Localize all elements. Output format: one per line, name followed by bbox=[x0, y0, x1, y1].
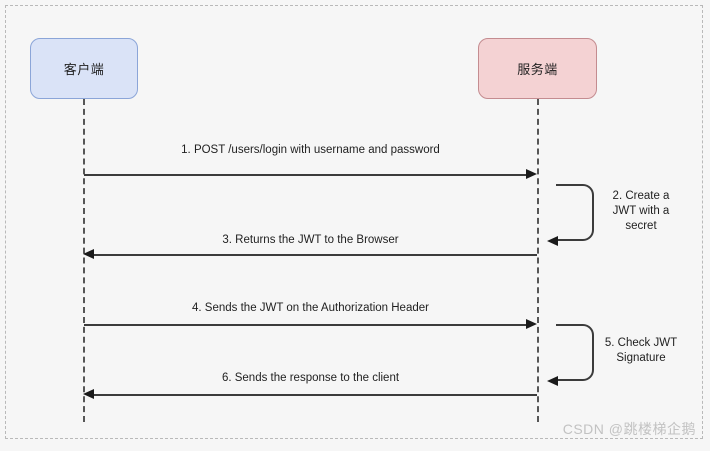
message-5-arrowhead-icon bbox=[547, 376, 558, 386]
message-3-arrow[interactable] bbox=[93, 254, 537, 256]
message-3-arrowhead-icon bbox=[83, 249, 94, 259]
message-5-label-line-2: Signature bbox=[616, 352, 666, 364]
message-6-arrowhead-icon bbox=[83, 389, 94, 399]
message-1-arrowhead-icon bbox=[526, 169, 537, 179]
message-1-arrow[interactable] bbox=[84, 174, 527, 176]
watermark: CSDN @跳楼梯企鹅 bbox=[562, 421, 696, 437]
message-5-selfloop-arrow[interactable] bbox=[556, 324, 594, 381]
message-5-label-line-1: 5. Check JWT bbox=[604, 337, 678, 349]
message-2-selfloop-arrow[interactable] bbox=[556, 184, 594, 241]
message-4-arrow[interactable] bbox=[84, 324, 527, 326]
message-2-arrowhead-icon bbox=[547, 236, 558, 246]
participant-client[interactable]: 客户端 bbox=[30, 38, 138, 99]
message-4-arrowhead-icon bbox=[526, 319, 537, 329]
message-5-label: 5. Check JWT Signature bbox=[601, 336, 681, 366]
message-6-label: 6. Sends the response to the client bbox=[221, 372, 400, 384]
message-2-label-line-2: JWT with a bbox=[612, 205, 670, 217]
lifeline-server bbox=[537, 99, 539, 422]
participant-server[interactable]: 服务端 bbox=[478, 38, 597, 99]
diagram-frame bbox=[5, 5, 703, 439]
message-4-label: 4. Sends the JWT on the Authorization He… bbox=[192, 302, 429, 314]
message-2-label-line-3: secret bbox=[625, 220, 657, 232]
message-1-label: 1. POST /users/login with username and p… bbox=[181, 144, 440, 156]
message-3-label: 3. Returns the JWT to the Browser bbox=[222, 234, 399, 246]
message-2-label-line-1: 2. Create a bbox=[612, 190, 670, 202]
message-6-arrow[interactable] bbox=[93, 394, 537, 396]
participant-server-label: 服务端 bbox=[517, 62, 558, 77]
participant-client-label: 客户端 bbox=[63, 62, 105, 77]
lifeline-client bbox=[83, 99, 85, 422]
message-2-label: 2. Create a JWT with a secret bbox=[601, 189, 681, 234]
